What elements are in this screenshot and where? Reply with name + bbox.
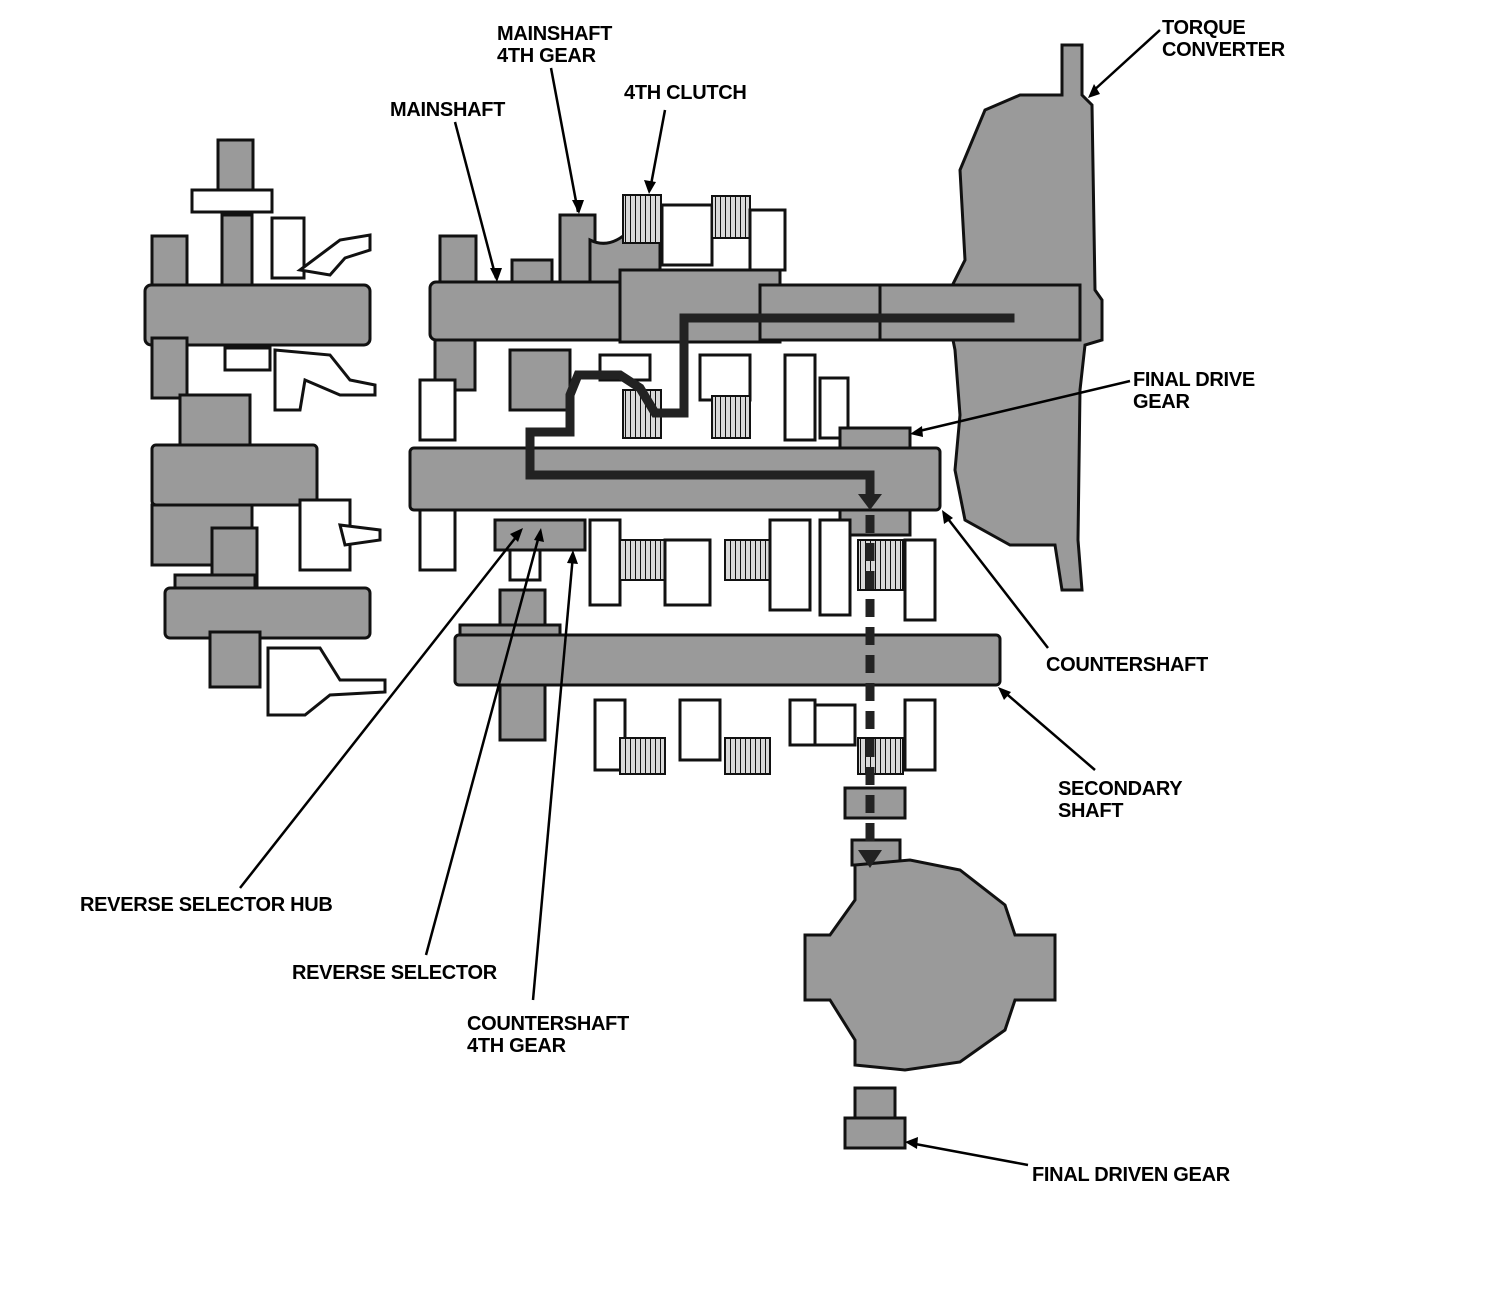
- leader-lines: [239, 29, 1161, 1167]
- flow-arrowhead-2: [858, 850, 882, 868]
- differential: [803, 786, 1057, 1150]
- gear-stack: [408, 194, 1082, 775]
- left-shaft-assembly: [143, 138, 387, 717]
- label-mainshaft: MAINSHAFT: [390, 99, 505, 121]
- label-reverse-selector: REVERSE SELECTOR: [292, 962, 498, 984]
- label-final-drive-gear: FINAL DRIVE GEAR: [1133, 369, 1260, 413]
- label-countershaft-4th-gear: COUNTERSHAFT 4TH GEAR: [467, 1013, 634, 1057]
- label-reverse-selector-hub: REVERSE SELECTOR HUB: [80, 894, 333, 916]
- label-countershaft: COUNTERSHAFT: [1046, 654, 1208, 676]
- power-flow-path: [525, 313, 1015, 500]
- flow-arrowhead-1: [858, 494, 882, 510]
- label-torque-converter: TORQUE CONVERTER: [1162, 17, 1286, 61]
- label-final-driven-gear: FINAL DRIVEN GEAR: [1032, 1164, 1231, 1186]
- label-4th-clutch: 4TH CLUTCH: [624, 82, 747, 104]
- label-mainshaft-4th-gear: MAINSHAFT 4TH GEAR: [497, 23, 617, 67]
- label-secondary-shaft: SECONDARY SHAFT: [1058, 778, 1187, 822]
- power-flow: [525, 313, 1015, 868]
